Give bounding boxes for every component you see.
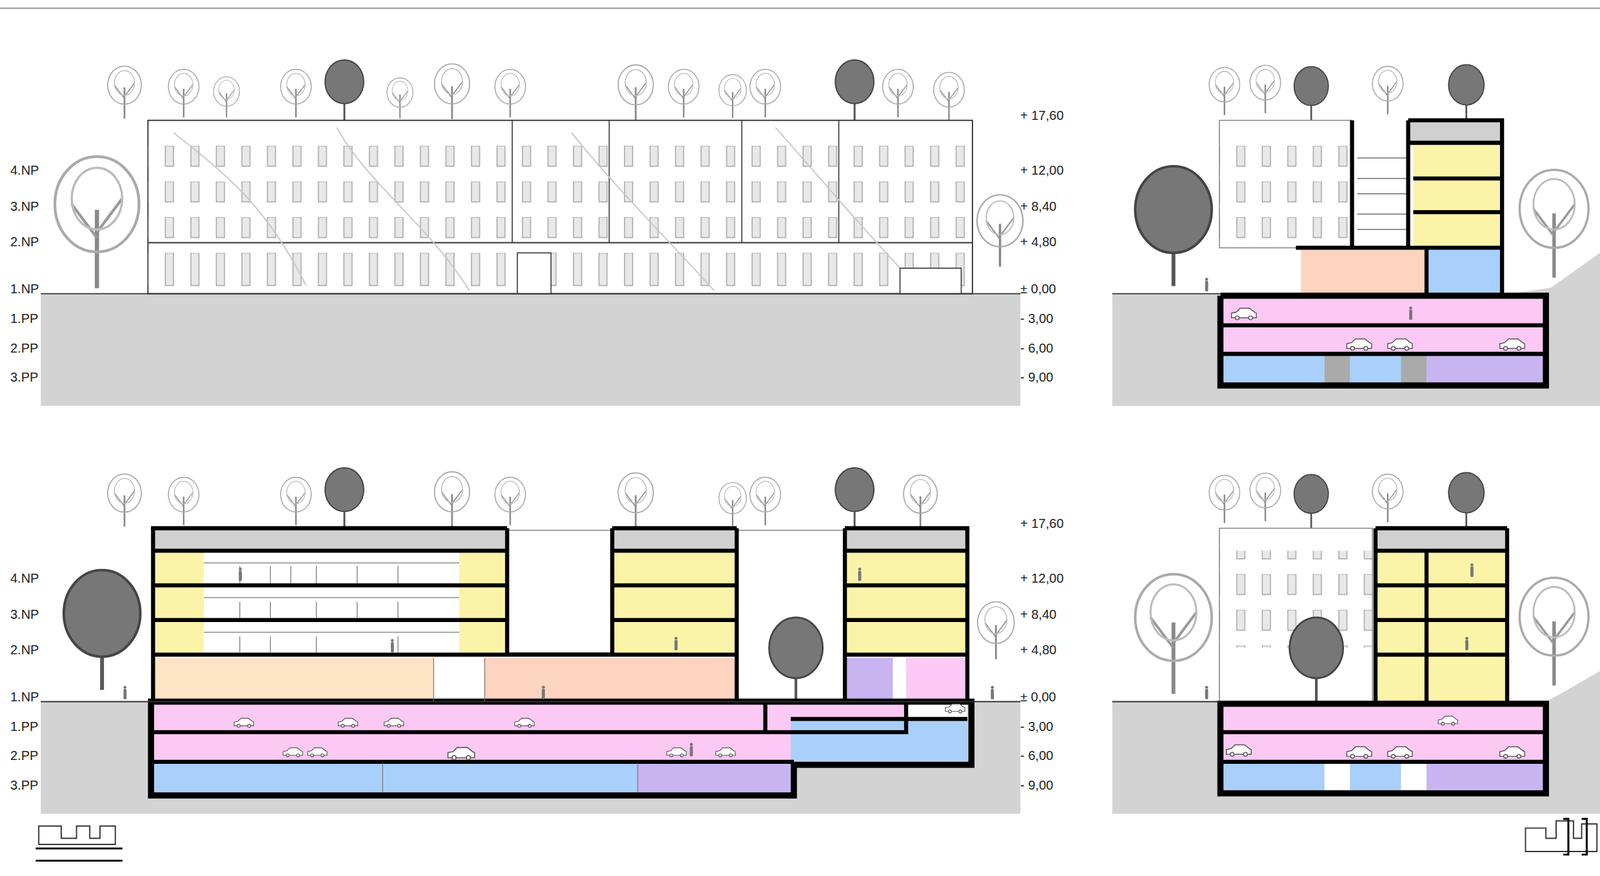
level-label: 4.NP: [10, 162, 39, 178]
elevation-label: + 8,40: [1020, 198, 1057, 215]
level-label: 1.NP: [10, 689, 39, 705]
elevation-label: + 17,60: [1020, 515, 1064, 532]
elevation-label: ± 0,00: [1020, 689, 1056, 705]
level-label: 1.NP: [10, 281, 39, 297]
elevation-label: + 17,60: [1020, 107, 1064, 124]
level-label: 3.NP: [10, 198, 39, 215]
elevation-label: + 4,80: [1020, 234, 1057, 250]
elevation-label: + 8,40: [1020, 606, 1057, 623]
level-label: 3.PP: [10, 777, 39, 794]
level-label: 2.PP: [10, 748, 39, 764]
elevation-label: - 9,00: [1020, 777, 1054, 794]
elevation-label: - 9,00: [1020, 369, 1054, 386]
elevation-label: ± 0,00: [1020, 281, 1056, 297]
elevation-label: + 12,00: [1020, 162, 1064, 178]
level-label: 1.PP: [10, 310, 39, 327]
level-label: 2.PP: [10, 340, 39, 356]
elevation-label: - 6,00: [1020, 748, 1054, 764]
level-label: 2.NP: [10, 234, 39, 250]
level-label: 3.NP: [10, 606, 39, 623]
elevation-label: - 3,00: [1020, 310, 1054, 327]
elevation-label: - 3,00: [1020, 719, 1054, 735]
level-label: 1.PP: [10, 719, 39, 735]
elevation-label: + 12,00: [1020, 570, 1064, 587]
level-label: 4.NP: [10, 570, 39, 587]
level-label: 3.PP: [10, 369, 39, 386]
elevation-label: - 6,00: [1020, 340, 1054, 356]
elevation-label: + 4,80: [1020, 642, 1057, 658]
level-label: 2.NP: [10, 642, 39, 658]
